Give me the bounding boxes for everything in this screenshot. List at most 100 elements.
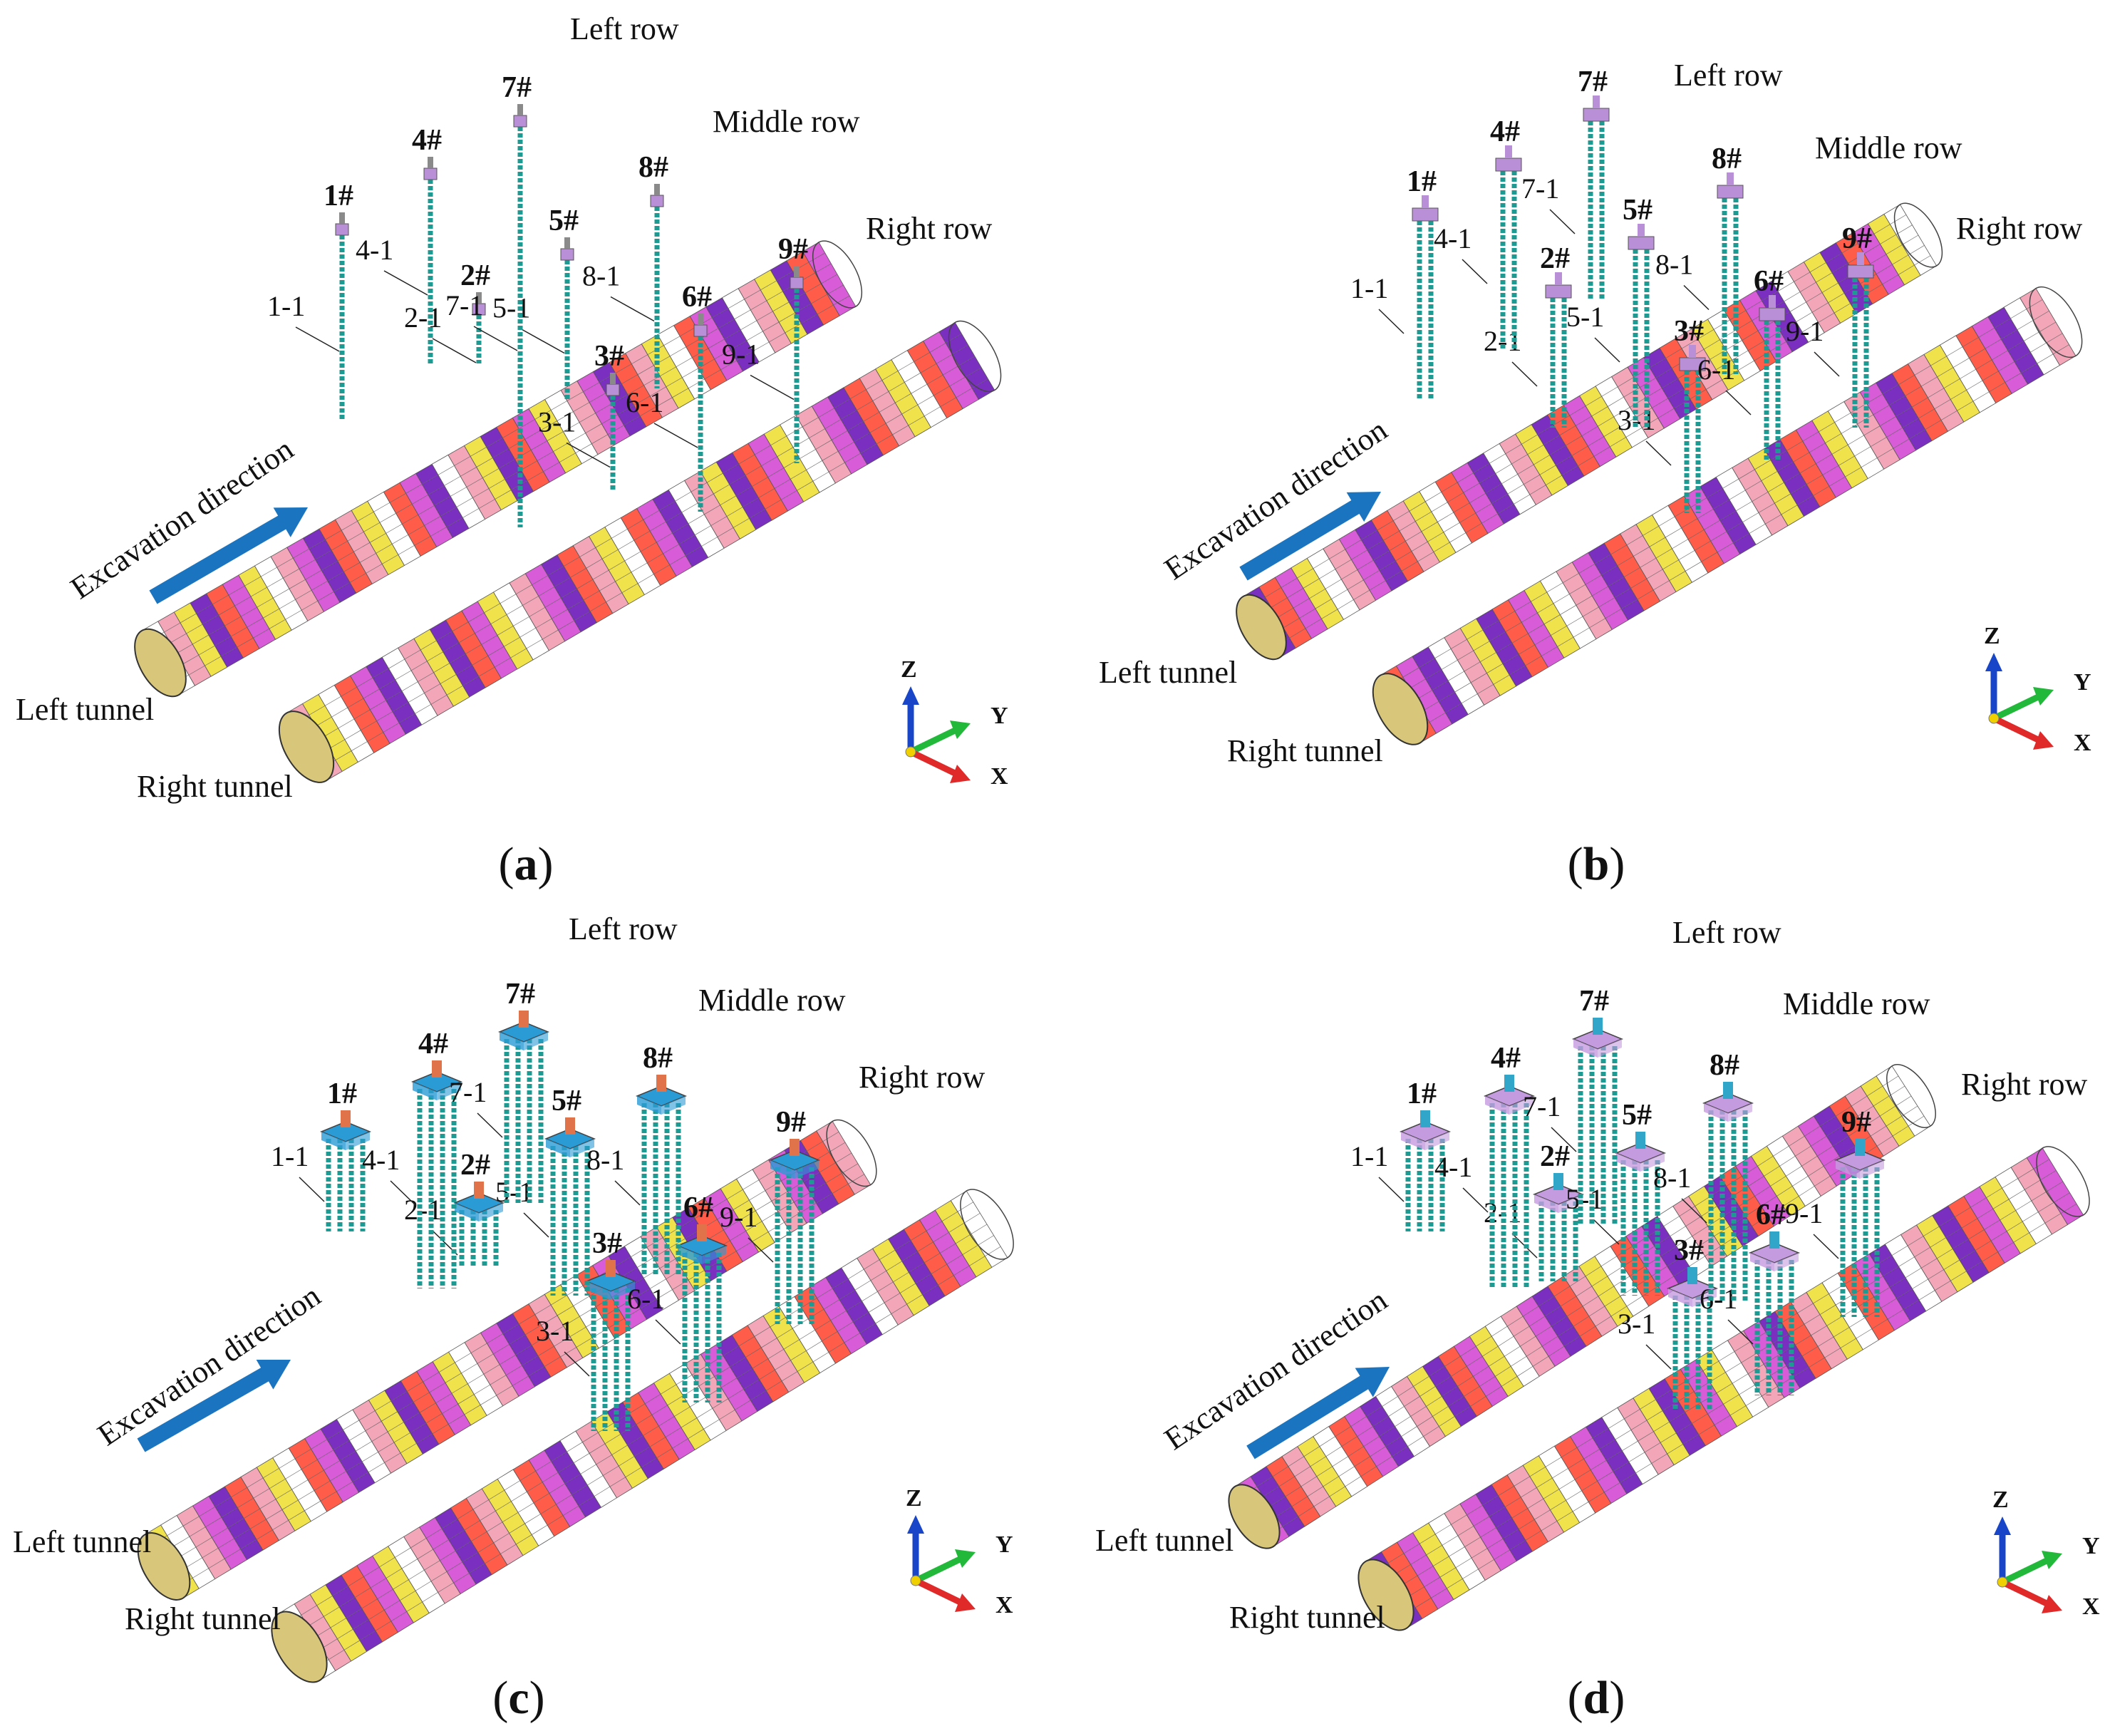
tunnel-mesh-line xyxy=(1873,1287,1891,1298)
tunnel-mesh-line xyxy=(1943,378,1960,388)
tunnel-mesh-line xyxy=(388,658,405,669)
tunnel-mesh-line xyxy=(1505,1497,1521,1507)
tunnel-mesh-line xyxy=(1738,469,1755,480)
tunnel-mesh-line xyxy=(1457,472,1474,483)
tunnel-mesh-line xyxy=(448,1414,465,1425)
tunnel-mesh-line xyxy=(1409,501,1426,512)
tunnel-mesh-line xyxy=(1531,591,1547,602)
tunnel-mesh-line xyxy=(800,1202,817,1213)
pile-sub-label: 2-1 xyxy=(404,1194,442,1226)
tunnel-mesh-line xyxy=(1591,1459,1607,1470)
tunnel-mesh-line xyxy=(1401,1426,1417,1437)
tunnel-mesh-line xyxy=(1445,703,1462,713)
tunnel-mesh-line xyxy=(395,670,412,681)
tunnel-mesh-line xyxy=(186,1557,202,1568)
pile-cap-side xyxy=(1704,1103,1728,1122)
tunnel-mesh-line xyxy=(1614,588,1631,598)
tunnel-end xyxy=(948,320,1002,393)
pile-tag: 7# xyxy=(502,71,532,104)
tunnel-mesh-line xyxy=(599,581,616,591)
tunnel-mesh-line xyxy=(170,633,187,644)
tunnel-mesh-line xyxy=(440,674,457,684)
tunnel-mesh-line xyxy=(375,1621,392,1631)
tunnel-mesh-line xyxy=(570,568,586,578)
tunnel-mesh-line xyxy=(208,1558,225,1569)
tunnel-mesh-line xyxy=(1861,458,1878,468)
tunnel-mesh-line xyxy=(1984,1219,2000,1230)
pile-cap-side xyxy=(1534,1194,1558,1213)
tunnel-mesh-line xyxy=(1461,693,1478,704)
tunnel-mesh-line xyxy=(1667,1256,1683,1267)
tunnel-mesh-line xyxy=(946,1254,963,1265)
tunnel-mesh-line xyxy=(717,527,734,537)
right-tunnel xyxy=(1357,1146,2090,1631)
tunnel-mesh-line xyxy=(929,343,946,353)
tunnel-mesh-line xyxy=(2030,342,2047,353)
pile-stub xyxy=(656,1075,666,1092)
tunnel-mesh-line xyxy=(777,1202,795,1212)
pile-8: 8#8-1 xyxy=(1655,143,1744,374)
tunnel-mesh-line xyxy=(1783,1196,1799,1207)
tunnel-mesh-line xyxy=(446,1561,463,1572)
pile-cap xyxy=(1717,185,1744,199)
tunnel-mesh-line xyxy=(1496,1517,1512,1528)
caption-b-letter: b xyxy=(1583,838,1610,890)
tunnel-mesh-line xyxy=(1379,1426,1395,1437)
tunnel-mesh-line xyxy=(1469,492,1486,503)
tunnel-mesh-line xyxy=(666,377,683,388)
tunnel-mesh-line xyxy=(1303,578,1320,589)
tunnel-mesh-line xyxy=(377,1588,393,1599)
tunnel-mesh-line xyxy=(427,651,443,662)
tunnel-mesh-line xyxy=(1604,1482,1620,1493)
tunnel-mesh-line xyxy=(964,1213,981,1224)
pile-stub xyxy=(474,1182,484,1199)
tunnel-mesh-line xyxy=(1882,1075,1899,1087)
tunnel-mesh-line xyxy=(720,1251,737,1261)
pile-tag: 7# xyxy=(505,978,535,1011)
tunnel-mesh-line xyxy=(1817,1336,1834,1347)
tunnel-mesh-line xyxy=(1563,573,1579,583)
tunnel-mesh-line xyxy=(329,739,346,750)
pile-leader-line xyxy=(610,296,655,322)
axis-y-shaft xyxy=(909,727,956,755)
tunnel-mesh-line xyxy=(1395,551,1412,562)
tunnel-mesh-line xyxy=(1662,559,1679,570)
tunnel-mesh-line xyxy=(1764,331,1781,341)
pile-sub-label: 9-1 xyxy=(1785,1197,1823,1229)
tunnel-mesh-line xyxy=(743,1179,760,1190)
tunnel-mesh-line xyxy=(514,450,532,460)
tunnel-mesh-line xyxy=(877,1281,894,1292)
tunnel-mesh-line xyxy=(1591,1276,1608,1287)
pile-6: 6#6-1 xyxy=(1700,1199,1800,1395)
axis-x-label: X xyxy=(2082,1593,2100,1620)
tunnel-mesh-line xyxy=(633,396,651,405)
tunnel-mesh-line xyxy=(669,555,686,565)
tunnel-mesh-line xyxy=(1345,539,1362,550)
tunnel-mesh-line xyxy=(1892,254,1909,265)
tunnel-mesh-line xyxy=(249,1519,267,1529)
tunnel-mesh-line xyxy=(1673,1266,1690,1277)
tunnel-mesh-line xyxy=(1848,435,1864,445)
tunnel-mesh-line xyxy=(1758,502,1775,513)
tunnel-mesh-line xyxy=(1723,1206,1739,1216)
pile-tag: 8# xyxy=(643,1042,673,1075)
tunnel-mesh-line xyxy=(1928,388,1945,398)
tunnel-mesh-line xyxy=(557,1306,574,1316)
tunnel-mesh-line xyxy=(589,393,606,403)
pile-4: 4#4-1 xyxy=(1434,1042,1535,1288)
tunnel-mesh-line xyxy=(422,475,439,485)
tunnel-mesh-line xyxy=(1640,557,1657,568)
tunnel-mesh-line xyxy=(1439,691,1455,702)
tunnel-mesh-line xyxy=(430,1571,448,1582)
tunnel-mesh-line xyxy=(837,1321,854,1332)
tunnel-mesh-line xyxy=(301,1459,318,1470)
axis-x-arrowhead xyxy=(955,1593,976,1612)
pile-cap-side xyxy=(637,1096,661,1115)
tunnel-mesh-line xyxy=(1706,488,1723,498)
tunnel-mesh-line xyxy=(1363,1436,1380,1447)
pile-3: 3#3-1 xyxy=(538,340,624,492)
tunnel-mesh-line xyxy=(1742,330,1759,341)
tunnel-mesh-line xyxy=(532,1335,548,1346)
tunnel-mesh-line xyxy=(1856,1328,1873,1339)
tunnel-mesh-line xyxy=(438,1582,454,1593)
